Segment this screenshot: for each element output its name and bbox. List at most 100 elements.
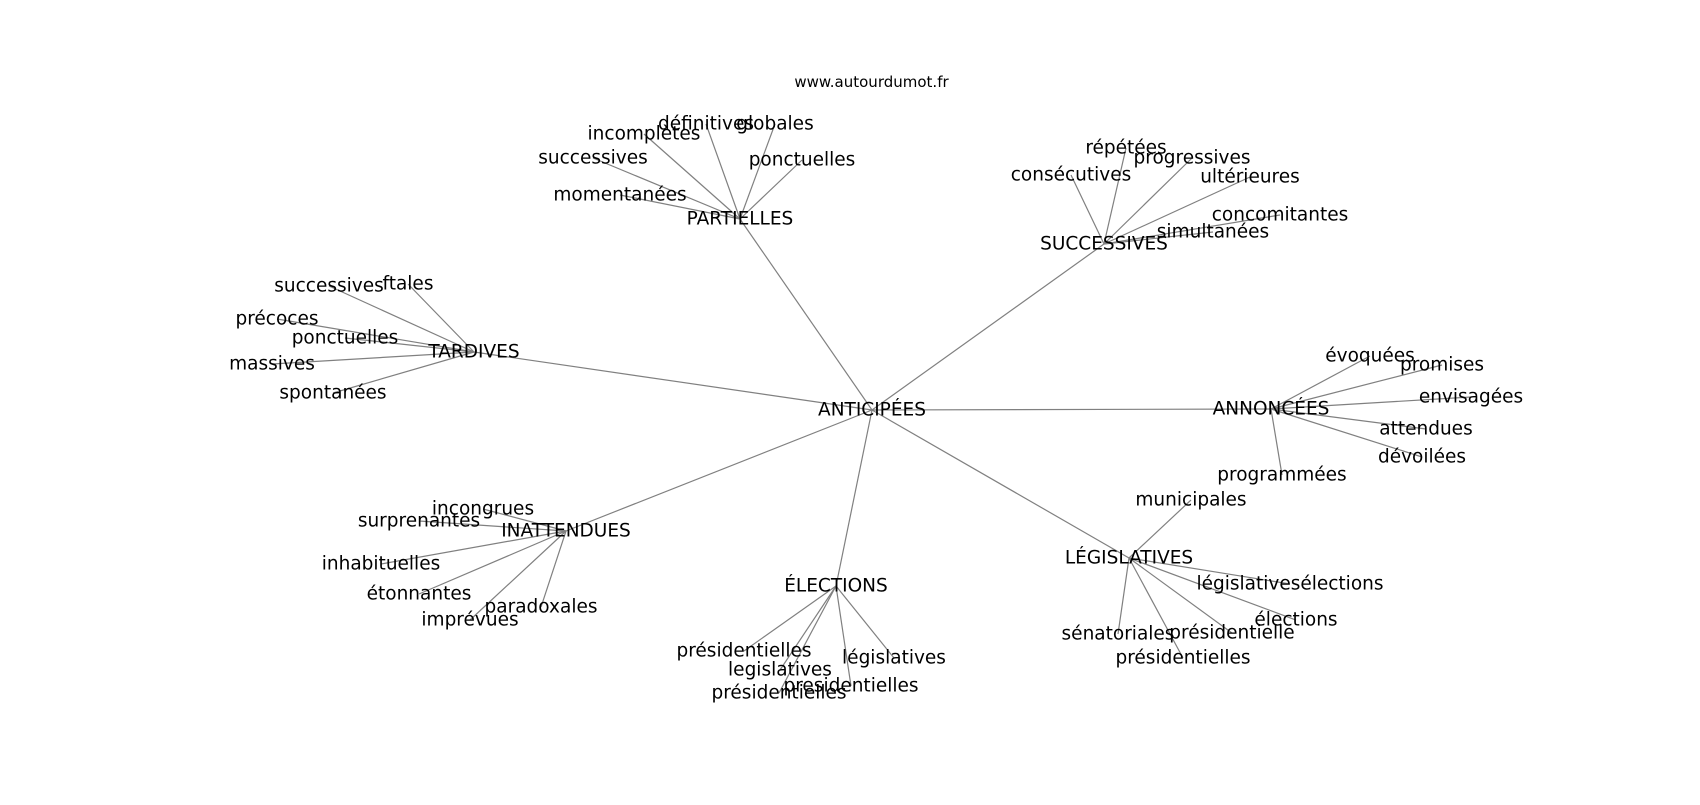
hub-node-label: PARTIELLES (687, 209, 794, 230)
leaf-node-label: consécutives (1011, 165, 1132, 186)
leaf-node-label: legislatives (728, 660, 832, 681)
edge-hub-to-leaf (1103, 214, 1281, 245)
leaf-node-label: successives (538, 148, 647, 169)
leaf-node-label: ftales (383, 274, 434, 295)
edge-hub-to-leaf (739, 159, 803, 220)
edge-hub-to-leaf (1270, 408, 1423, 458)
edge-hub-to-leaf (743, 585, 837, 652)
leaf-node-label: spontanées (279, 383, 386, 404)
edge-hub-to-leaf (328, 285, 475, 353)
leaf-node-label: programmées (1217, 465, 1346, 486)
edge-hub-to-leaf (332, 351, 475, 394)
leaf-node-label: globales (736, 114, 813, 135)
edge-hub-to-leaf (1270, 355, 1371, 410)
leaf-node-label: simultanées (1157, 222, 1269, 243)
edge-hub-to-leaf (469, 530, 567, 621)
leaf-node-label: concomitantes (1212, 205, 1348, 226)
leaf-node-label: dévoilées (1378, 447, 1466, 468)
edge-hub-to-leaf (1103, 157, 1193, 245)
edge-center-to-hub (473, 351, 873, 411)
edge-hub-to-leaf (1270, 408, 1283, 476)
edge-hub-to-leaf (1128, 557, 1297, 621)
edge-hub-to-leaf (418, 530, 567, 595)
edge-hub-to-leaf (1128, 557, 1291, 585)
edge-center-to-hub (871, 408, 1272, 411)
leaf-node-label: ponctuelles (292, 328, 399, 349)
hub-node-label: LÉGISLATIVES (1065, 547, 1193, 569)
edge-center-to-hub (565, 409, 873, 532)
leaf-node-label: étonnantes (367, 584, 472, 605)
leaf-node-label: législatives (842, 648, 946, 669)
edge-hub-to-leaf (1270, 408, 1427, 430)
edge-hub-to-leaf (778, 585, 837, 694)
edge-hub-to-leaf (1103, 176, 1251, 245)
leaf-node-label: imprévues (421, 610, 518, 631)
hub-node-label: TARDIVES (427, 342, 519, 363)
leaf-node-label: progressives (1134, 148, 1251, 169)
leaf-node-label: successives (274, 276, 383, 297)
leaf-node-label: inhabituelles (322, 554, 440, 575)
leaf-node-label: répétées (1085, 138, 1166, 159)
edge-hub-to-leaf (1103, 147, 1127, 245)
edge-hub-to-leaf (271, 351, 475, 365)
edge-hub-to-leaf (1117, 557, 1130, 635)
leaf-node-label: presidentielles (783, 676, 918, 697)
leaf-node-label: momentanées (553, 185, 686, 206)
edge-hub-to-leaf (1128, 499, 1192, 559)
edge-hub-to-leaf (540, 530, 567, 608)
leaf-node-label: incongrues (432, 499, 534, 520)
edge-hub-to-leaf (276, 318, 475, 353)
leaf-node-label: présidentielles (676, 641, 811, 662)
edge-hub-to-leaf (1103, 231, 1214, 245)
edge-hub-to-leaf (835, 585, 852, 687)
leaf-node-label: ultérieures (1200, 167, 1300, 188)
hub-node-label: ÉLECTIONS (784, 575, 888, 597)
edge-hub-to-leaf (592, 157, 741, 220)
edge-center-to-hub (835, 409, 873, 587)
center-node-label: ANTICIPÉES (818, 399, 926, 421)
leaf-node-label: massives (229, 354, 315, 375)
edge-center-to-hub (871, 243, 1105, 411)
edge-hub-to-leaf (1270, 396, 1472, 410)
edge-hub-to-leaf (407, 283, 475, 353)
edge-hub-to-leaf (482, 508, 567, 532)
hub-node-label: SUCCESSIVES (1040, 234, 1168, 255)
leaf-node-label: ponctuelles (749, 150, 856, 171)
leaf-node-label: municipales (1135, 490, 1246, 511)
leaf-node-label: législativesélections (1196, 574, 1383, 595)
leaf-node-label: incomplètes (588, 124, 701, 145)
leaf-node-label: présidentielles (1115, 648, 1250, 669)
leaf-node-label: élections (1254, 610, 1337, 631)
edge-hub-to-leaf (1128, 557, 1233, 634)
leaf-node-label: promises (1400, 355, 1484, 376)
edge-hub-to-leaf (1128, 557, 1184, 659)
edge-hub-to-leaf (835, 585, 895, 659)
edge-hub-to-leaf (380, 530, 567, 565)
leaf-node-label: envisagées (1419, 387, 1523, 408)
edge-hub-to-leaf (418, 520, 567, 532)
edge-hub-to-leaf (705, 123, 741, 220)
leaf-node-label: paradoxales (485, 597, 598, 618)
edge-hub-to-leaf (1070, 174, 1105, 245)
edge-center-to-hub (871, 409, 1130, 559)
leaf-node-label: surprenantes (358, 511, 480, 532)
edge-hub-to-leaf (739, 123, 776, 220)
site-watermark: www.autourdumot.fr (794, 73, 949, 91)
edge-hub-to-leaf (619, 194, 741, 220)
leaf-node-label: définitives (658, 114, 754, 135)
edge-hub-to-leaf (779, 585, 837, 671)
leaf-node-label: sénatoriales (1062, 624, 1175, 645)
edge-hub-to-leaf (643, 133, 741, 220)
leaf-node-label: attendues (1379, 419, 1472, 440)
edge-hub-to-leaf (344, 337, 475, 353)
leaf-node-label: présidentielles (711, 683, 846, 704)
leaf-node-label: présidentielle (1169, 623, 1294, 644)
hub-node-label: ANNONCÉES (1213, 398, 1330, 420)
leaf-node-label: évoquées (1325, 346, 1415, 367)
hub-node-label: INATTENDUES (501, 521, 631, 542)
leaf-node-label: précoces (235, 309, 318, 330)
edge-center-to-hub (739, 218, 873, 411)
edge-hub-to-leaf (1270, 364, 1443, 410)
